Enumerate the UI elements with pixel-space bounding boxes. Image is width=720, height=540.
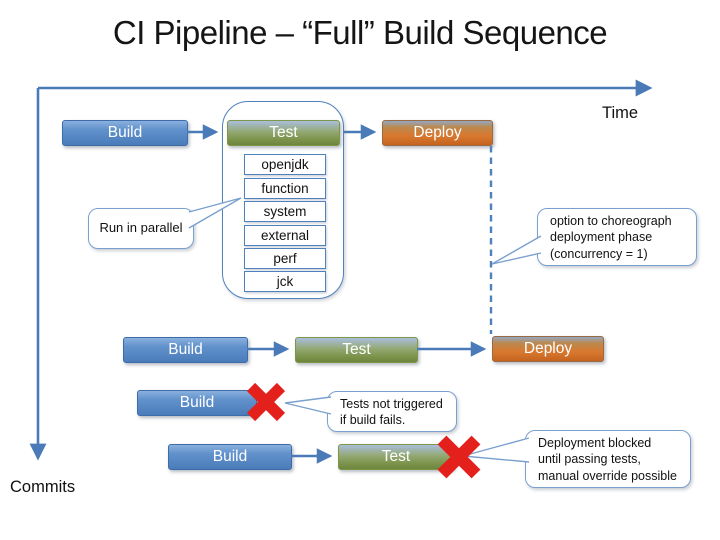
run-in-parallel-callout: Run in parallel [88, 208, 194, 249]
pipeline-build-box-row1: Build [62, 120, 188, 146]
commits-axis-label: Commits [10, 478, 76, 496]
pipeline-build-box-row3: Build [137, 390, 257, 416]
choreograph-deployment-callout: option to choreograph deployment phase (… [537, 208, 697, 266]
test-suite-item: function [244, 178, 326, 199]
deployment-blocked-callout: Deployment blocked until passing tests, … [525, 430, 691, 488]
pipeline-test-box-row1: Test [227, 120, 340, 146]
pipeline-test-box-row2: Test [295, 337, 418, 363]
test-suite-item: perf [244, 248, 326, 269]
pipeline-build-box-row4: Build [168, 444, 292, 470]
test-suite-item: jck [244, 271, 326, 292]
slide-title: CI Pipeline – “Full” Build Sequence [112, 14, 608, 51]
pipeline-deploy-box-row1: Deploy [382, 120, 493, 146]
time-axis-label: Time [602, 104, 639, 122]
test-suite-item: system [244, 201, 326, 222]
pipeline-deploy-box-row2: Deploy [492, 336, 604, 362]
test-suite-item: external [244, 225, 326, 246]
pipeline-build-box-row2: Build [123, 337, 248, 363]
test-suite-item: openjdk [244, 154, 326, 175]
pipeline-test-box-row4: Test [338, 444, 454, 470]
tests-not-triggered-callout: Tests not triggered if build fails. [327, 391, 457, 432]
